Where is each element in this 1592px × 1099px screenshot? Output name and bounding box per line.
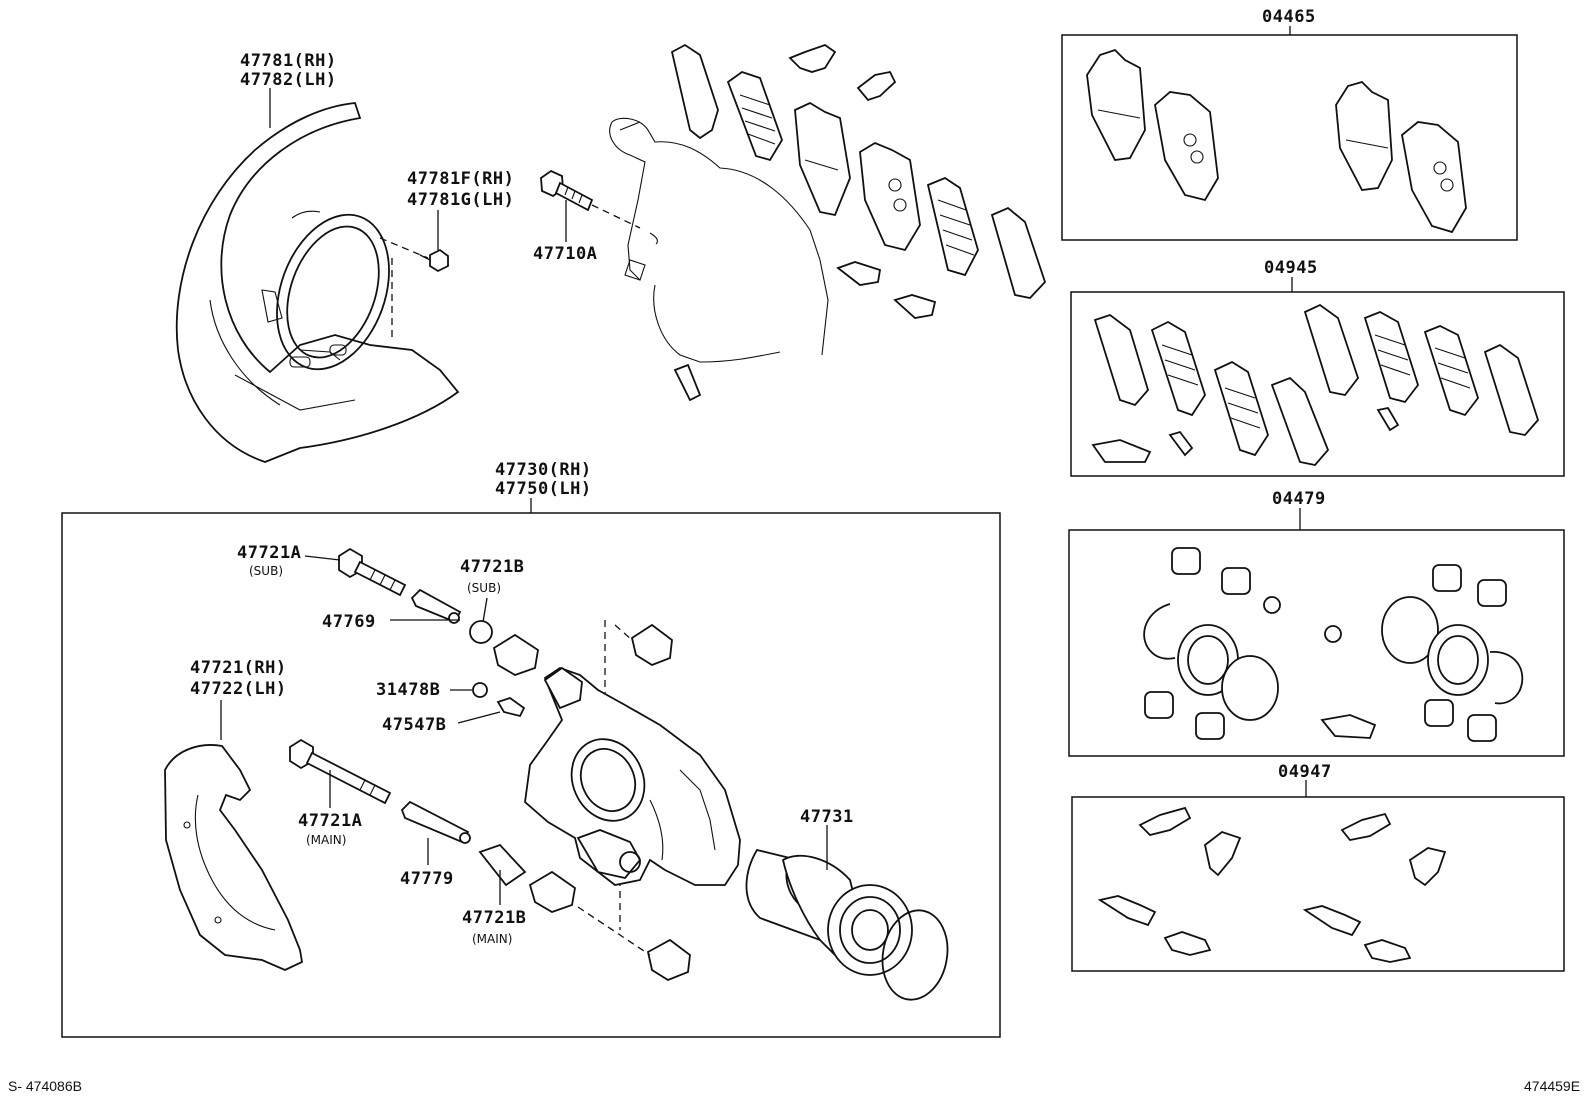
label-kit-seals: 04479 [1272, 489, 1326, 509]
label-bleeder-cap: 31478B [376, 680, 440, 700]
mounting-bracket-part [164, 744, 303, 971]
dust-cover-part [175, 102, 460, 463]
footer-right-code: 474459E [1524, 1078, 1580, 1094]
label-caliper-rh: 47730(RH) [495, 460, 592, 480]
kit-clips-contents [1097, 806, 1447, 963]
label-kit-clips: 04947 [1278, 762, 1332, 782]
boot-sub-part [469, 620, 493, 644]
kit-seals-contents [1143, 547, 1524, 742]
label-boot-main: 47721B [462, 908, 526, 928]
kit-pads-contents [1086, 48, 1467, 234]
kit-box-clips [1071, 796, 1565, 972]
label-mounting-rh: 47721(RH) [190, 658, 287, 678]
label-bleeder-plug: 47547B [382, 715, 446, 735]
guide-pin-sub-part [338, 547, 407, 597]
dust-cover-bolt-part [379, 237, 449, 340]
label-dust-cover-rh: 47781(RH) [240, 51, 337, 71]
label-bolt-710a: 47710A [533, 244, 597, 264]
bleeder-cap-part [472, 682, 488, 698]
boot-main-part [478, 843, 527, 887]
label-bolt-g-lh: 47781G(LH) [407, 190, 514, 210]
label-pin-main-note: (MAIN) [306, 833, 346, 847]
label-bolt-f-rh: 47781F(RH) [407, 169, 514, 189]
label-boot-sub: 47721B [460, 557, 524, 577]
bleeder-plug-part [496, 697, 526, 718]
caliper-body-part [524, 666, 741, 886]
label-pin-sub-note: (SUB) [249, 564, 283, 578]
kit-box-seals [1068, 529, 1565, 757]
dust-boot-parts [492, 623, 691, 982]
label-mounting-lh: 47722(LH) [190, 679, 287, 699]
label-bushing-769: 47769 [322, 612, 376, 632]
label-bushing-779: 47779 [400, 869, 454, 889]
label-piston: 47731 [800, 807, 854, 827]
bolt-47710a-part [540, 169, 641, 229]
bushing-47779-part [400, 800, 471, 844]
kit-shims-contents [1091, 303, 1540, 466]
label-pin-main: 47721A [298, 811, 362, 831]
label-boot-sub-note: (SUB) [467, 581, 501, 595]
piston-part [745, 848, 949, 1001]
leader-lines [220, 88, 828, 905]
caliper-sketch-top [609, 117, 829, 402]
guide-pin-main-part [289, 738, 392, 805]
bushing-47769-part [410, 588, 462, 624]
label-pin-sub: 47721A [237, 543, 301, 563]
label-boot-main-note: (MAIN) [472, 932, 512, 946]
brake-pads-top-cluster [670, 43, 1047, 319]
kit-box-shims [1070, 291, 1565, 477]
label-kit-pads: 04465 [1262, 7, 1316, 27]
footer-left-code: S- 474086B [8, 1078, 82, 1094]
label-caliper-lh: 47750(LH) [495, 479, 592, 499]
label-kit-shims: 04945 [1264, 258, 1318, 278]
label-dust-cover-lh: 47782(LH) [240, 70, 337, 90]
